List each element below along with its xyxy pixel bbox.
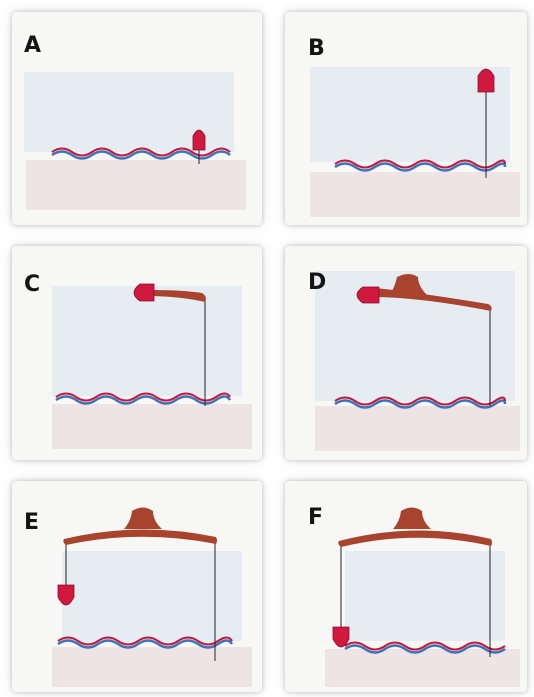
- panel-a-drawing: [12, 12, 262, 225]
- ground-shading: [325, 649, 520, 687]
- panel-c-drawing: [12, 246, 262, 460]
- ground-shading: [315, 406, 520, 451]
- panel-label: C: [24, 274, 40, 296]
- red-buoy-shape: [478, 69, 494, 92]
- panel-label: B: [308, 38, 325, 60]
- red-arch-top: [338, 530, 492, 547]
- ground-shading: [52, 647, 252, 687]
- red-arch-hump: [393, 508, 431, 530]
- panel-c: C: [12, 246, 262, 460]
- panel-e-drawing: [12, 481, 262, 692]
- ground-shading: [310, 172, 520, 217]
- ground-shading: [52, 404, 252, 449]
- red-buoy-shape: [134, 284, 154, 301]
- sky-shading: [345, 551, 505, 641]
- panel-a: A: [12, 12, 262, 225]
- ground-shading: [26, 160, 246, 210]
- panel-label: F: [308, 507, 323, 529]
- red-buoy-shape: [357, 287, 379, 303]
- red-arch-top: [63, 529, 217, 545]
- red-buoy-shape: [193, 130, 205, 150]
- sky-shading: [52, 286, 242, 396]
- panel-e: E: [12, 481, 262, 692]
- panel-d: D: [285, 246, 527, 460]
- panel-f: F: [285, 481, 527, 692]
- panel-label: A: [24, 35, 41, 57]
- red-arch-hump: [124, 508, 162, 530]
- panel-label: D: [308, 272, 326, 294]
- panel-b: B: [285, 12, 527, 225]
- panel-label: E: [24, 512, 39, 534]
